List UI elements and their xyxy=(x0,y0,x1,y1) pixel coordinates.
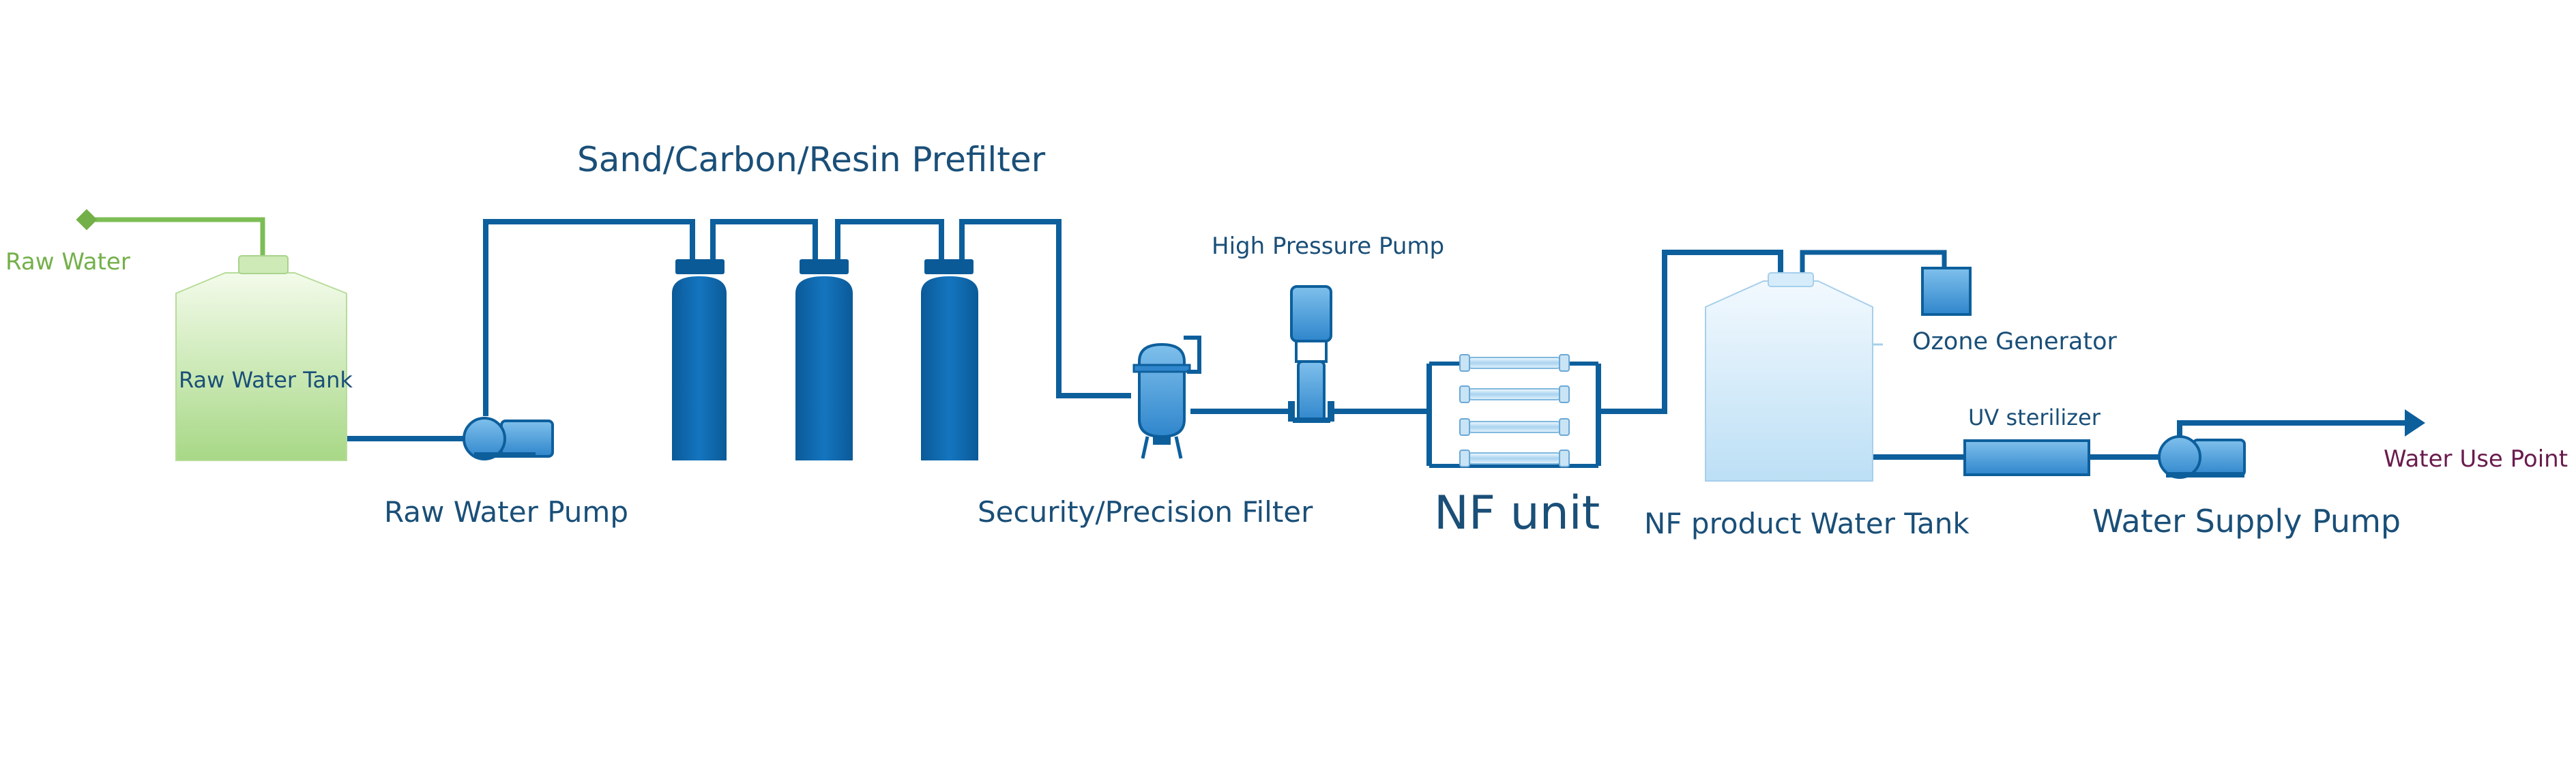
raw-water-pump-label: Raw Water Pump xyxy=(384,495,628,529)
nf-unit xyxy=(1459,354,1570,467)
security-precision-filter xyxy=(1132,336,1201,459)
raw-water-tank-label: Raw Water Tank xyxy=(179,367,353,393)
pipe-nf-to-product-tank xyxy=(1598,250,1783,414)
prefilter-vessels xyxy=(672,259,978,460)
nf-membrane-2 xyxy=(1459,385,1570,403)
uv-sterilizer-label: UV sterilizer xyxy=(1968,405,2101,430)
ozone-generator-label: Ozone Generator xyxy=(1912,328,2118,355)
prefilter-vessel-carbon xyxy=(795,259,853,460)
water-supply-pump xyxy=(2158,435,2246,479)
raw-water-inlet-marker xyxy=(76,209,98,231)
uv-sterilizer xyxy=(1963,439,2090,476)
prefilter-bridge-1 xyxy=(710,219,818,263)
pipe-supply-to-use-point xyxy=(2177,420,2408,437)
raw-water-pump xyxy=(463,417,554,460)
nf-product-water-tank xyxy=(1705,272,1883,482)
raw-water-label: Raw Water xyxy=(5,248,130,276)
water-use-point-label: Water Use Point xyxy=(2384,445,2568,473)
raw-water-tank xyxy=(175,255,347,461)
high-pressure-pump xyxy=(1288,285,1334,423)
pipe-pump-to-prefilter xyxy=(483,219,695,416)
high-pressure-pump-label: High Pressure Pump xyxy=(1212,233,1444,260)
prefilter-vessel-sand xyxy=(672,259,727,460)
prefilter-vessel-resin xyxy=(921,259,978,460)
nf-membrane-3 xyxy=(1459,418,1570,436)
pipe-prefilter-to-security-filter xyxy=(959,219,1131,398)
raw-water-inlet-pipe xyxy=(87,217,265,256)
nf-membrane-4 xyxy=(1459,450,1570,467)
prefilter-label: Sand/Carbon/Resin Prefilter xyxy=(577,140,1046,179)
ozone-generator xyxy=(1921,267,1972,316)
water-use-point-arrow xyxy=(2405,409,2425,437)
water-supply-pump-label: Water Supply Pump xyxy=(2092,503,2401,540)
nf-unit-label: NF unit xyxy=(1434,486,1600,540)
pipe-ozone-to-tank xyxy=(1800,250,1947,280)
security-filter-label: Security/Precision Filter xyxy=(978,495,1313,529)
nf-product-tank-label: NF product Water Tank xyxy=(1644,507,1970,540)
piping xyxy=(87,217,2408,468)
prefilter-bridge-2 xyxy=(835,219,944,263)
nf-membrane-1 xyxy=(1459,354,1570,372)
